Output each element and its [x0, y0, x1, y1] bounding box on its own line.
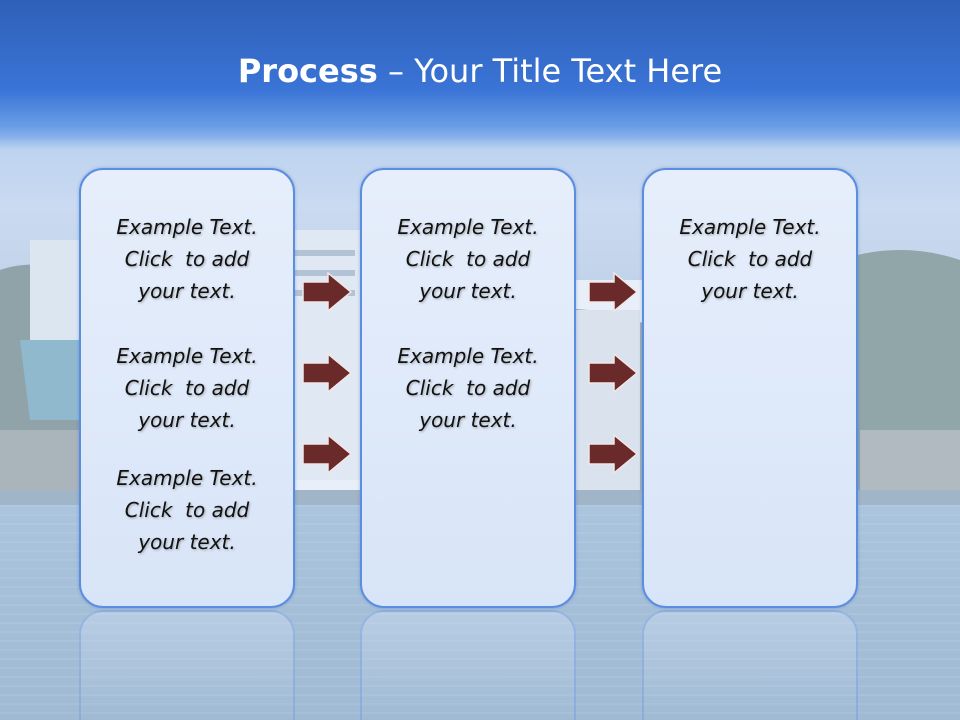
text-line: Example Text. [116, 344, 258, 368]
text-placeholder[interactable]: Example Text. Click to add your text. [79, 340, 295, 436]
right-arrow-icon[interactable] [588, 272, 638, 312]
text-placeholder[interactable]: Example Text. Click to add your text. [360, 211, 576, 307]
text-line: Example Text. [679, 215, 821, 239]
slide-title[interactable]: Process – Your Title Text Here [0, 52, 960, 90]
process-box-2[interactable] [360, 168, 576, 608]
text-line: your text. [138, 530, 236, 554]
title-band [0, 0, 960, 150]
right-arrow-icon[interactable] [588, 434, 638, 474]
text-line: Click to add [687, 247, 813, 271]
process-box-3[interactable] [642, 168, 858, 608]
text-placeholder[interactable]: Example Text. Click to add your text. [79, 211, 295, 307]
text-placeholder[interactable]: Example Text. Click to add your text. [642, 211, 858, 307]
text-line: Example Text. [397, 215, 539, 239]
right-arrow-icon[interactable] [588, 353, 638, 393]
title-bold: Process [237, 52, 378, 90]
text-line: your text. [701, 279, 799, 303]
text-line: Click to add [124, 498, 250, 522]
text-line: your text. [419, 408, 517, 432]
right-arrow-icon[interactable] [302, 434, 352, 474]
text-line: Click to add [405, 247, 531, 271]
text-line: Example Text. [397, 344, 539, 368]
text-line: Example Text. [116, 466, 258, 490]
text-placeholder[interactable]: Example Text. Click to add your text. [79, 462, 295, 558]
box-reflection-3 [642, 610, 858, 720]
title-rest: – Your Title Text Here [377, 52, 723, 90]
process-box-1[interactable] [79, 168, 295, 608]
text-line: Click to add [124, 376, 250, 400]
box-reflection-2 [360, 610, 576, 720]
right-arrow-icon[interactable] [302, 272, 352, 312]
text-line: your text. [419, 279, 517, 303]
text-line: Click to add [405, 376, 531, 400]
right-arrow-icon[interactable] [302, 353, 352, 393]
text-line: your text. [138, 408, 236, 432]
box-reflection-1 [79, 610, 295, 720]
text-line: Example Text. [116, 215, 258, 239]
text-line: your text. [138, 279, 236, 303]
text-placeholder[interactable]: Example Text. Click to add your text. [360, 340, 576, 436]
text-line: Click to add [124, 247, 250, 271]
